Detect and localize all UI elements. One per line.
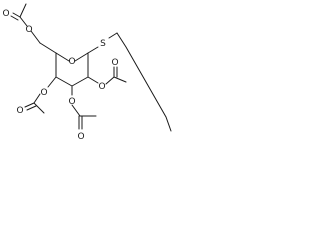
ring-oxygen-label: O <box>68 57 75 67</box>
bond-o3-acyl <box>71 104 81 117</box>
o3-ester-oxygen-label: O <box>68 97 75 107</box>
octyl-chain <box>116 32 172 132</box>
bond-o4-acyl <box>33 93 41 104</box>
thio-sulfur-label: S <box>100 39 106 49</box>
bond-acyl6-carbonyl-a <box>12 12 21 18</box>
bond-c2-c3 <box>71 76 89 87</box>
o6-carbonyl-oxygen-label: O <box>2 9 9 19</box>
bond-ring-o-c5 <box>55 52 70 62</box>
bond-c5-c6 <box>39 42 57 54</box>
bond-c4-o4 <box>47 76 57 88</box>
o4-ester-oxygen-label: O <box>40 88 47 98</box>
o6-ester-oxygen-label: O <box>25 25 32 35</box>
molecule-structure: O S O O O O O O O O <box>2 3 172 142</box>
o2-ester-oxygen-label: O <box>98 82 105 92</box>
o2-carbonyl-oxygen-label: O <box>111 58 118 68</box>
bond-c6-o6 <box>30 30 41 44</box>
bond-acyl6-methyl <box>19 3 27 18</box>
bond-o6-acyl <box>19 16 28 27</box>
bond-c2-o2 <box>87 76 99 84</box>
o4-carbonyl-oxygen-label: O <box>16 106 23 116</box>
bond-acyl4-methyl <box>33 102 45 114</box>
bond-c3-c4 <box>55 76 73 87</box>
atom-labels: O S O O O O O O O O <box>2 9 118 142</box>
bond-o2-acyl <box>105 76 115 85</box>
bond-s-chain <box>108 32 118 39</box>
bond-c1-s <box>87 46 99 54</box>
bond-ring-o-c1 <box>74 52 89 62</box>
bond-acyl4-carbonyl-a <box>24 102 35 108</box>
bond-lines <box>10 3 172 132</box>
bond-acyl2-methyl <box>113 76 127 83</box>
bond-acyl6-carbonyl-b <box>10 15 19 21</box>
o3-carbonyl-oxygen-label: O <box>77 132 84 142</box>
bond-acyl4-carbonyl-b <box>26 105 37 111</box>
